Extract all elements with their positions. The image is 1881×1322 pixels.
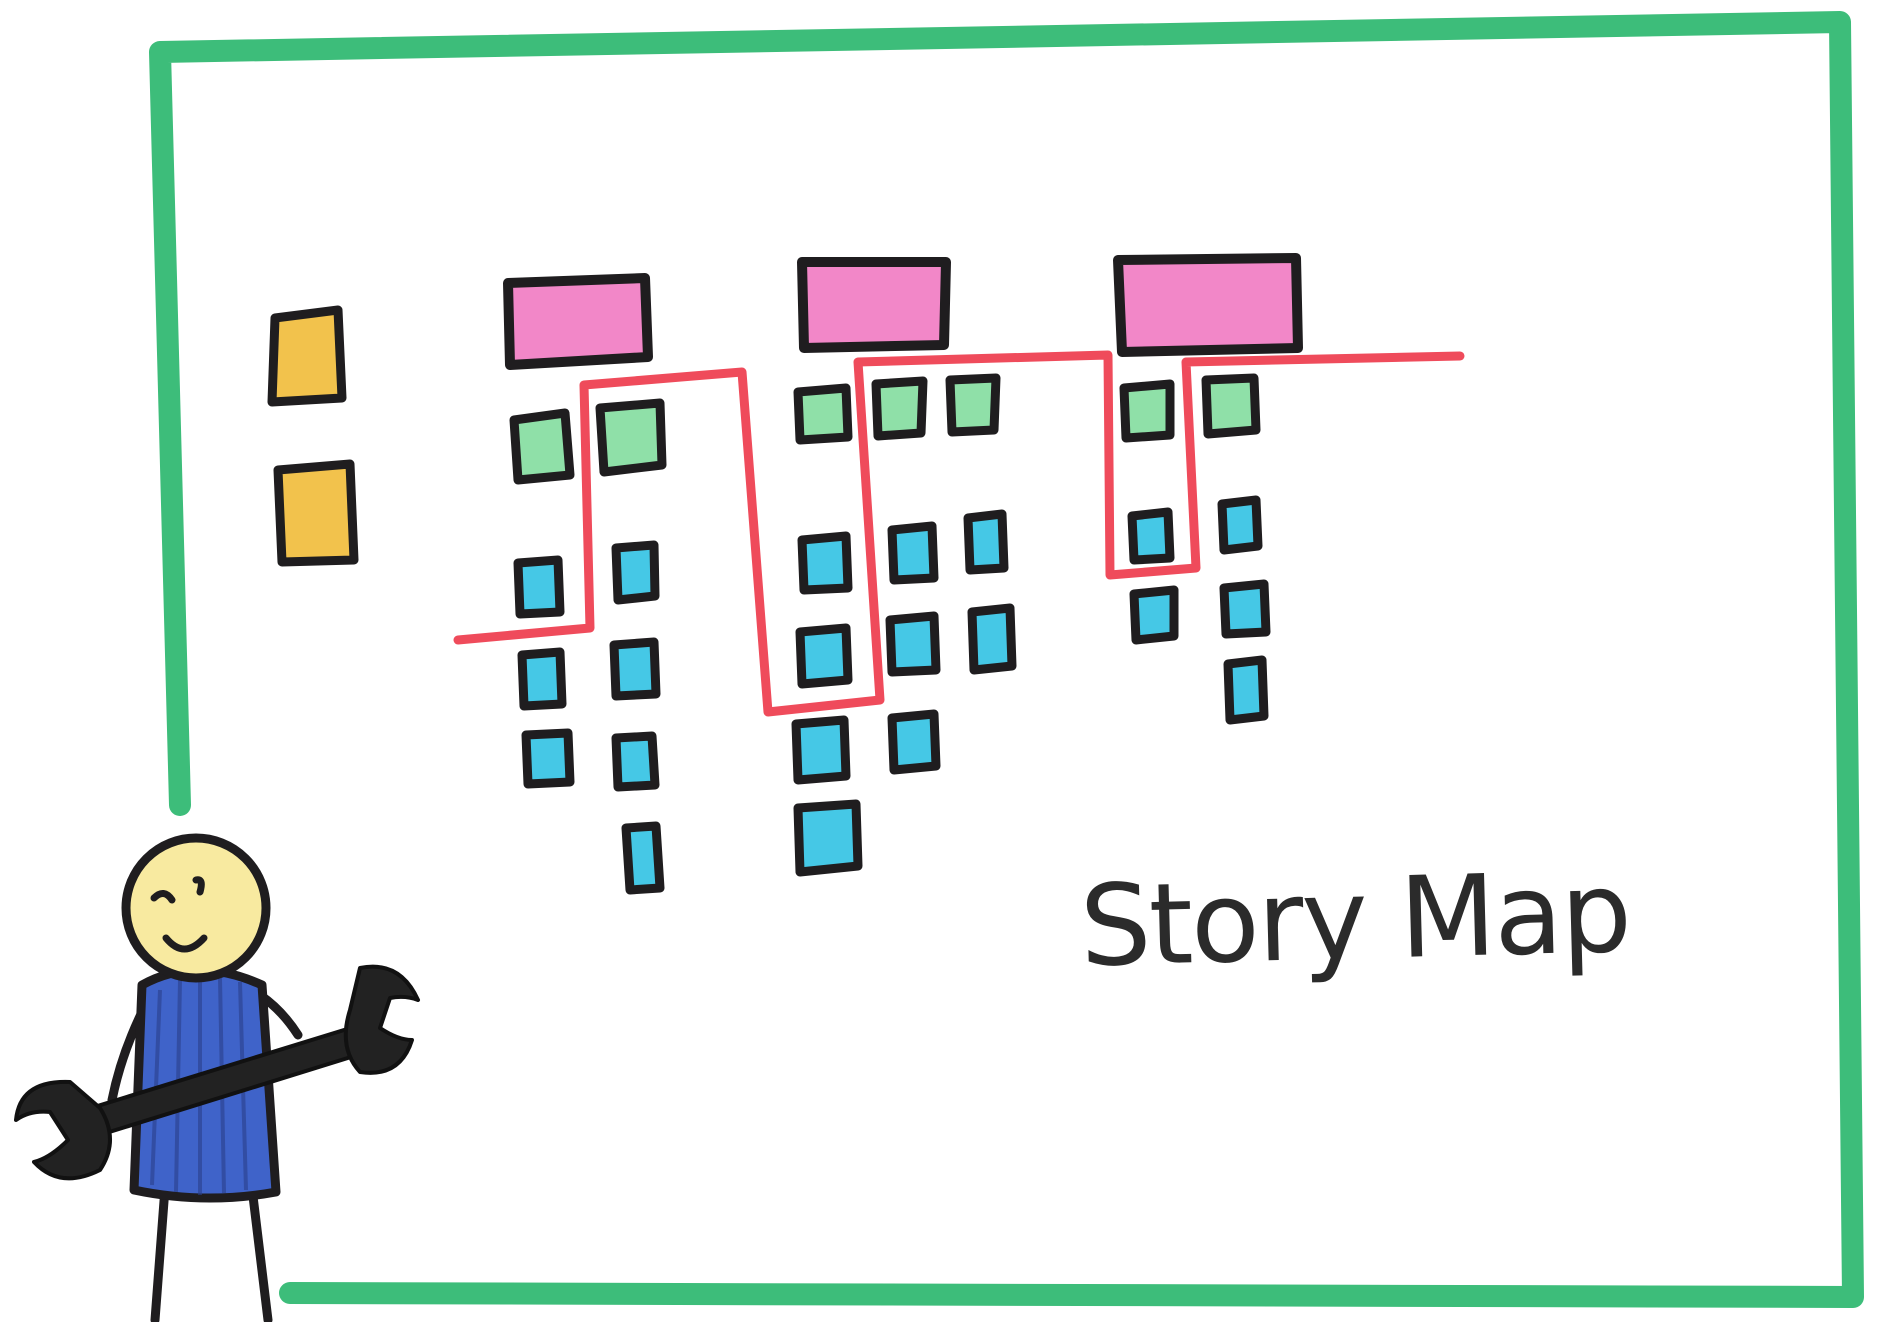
story-card: [1224, 584, 1266, 634]
epic-card: [802, 262, 946, 348]
activity-card: [600, 403, 662, 472]
story-card: [892, 526, 934, 580]
epic-cards: [508, 258, 1298, 365]
stick-figure: [16, 838, 418, 1320]
activity-card: [950, 378, 996, 432]
story-card: [616, 736, 655, 787]
story-card: [626, 826, 660, 890]
story-card: [518, 560, 560, 614]
story-card: [972, 608, 1012, 670]
story-card: [892, 714, 936, 770]
activity-cards: [514, 378, 1256, 480]
activity-card: [1124, 384, 1170, 438]
story-card: [1132, 512, 1170, 560]
story-card: [616, 545, 655, 600]
persona-cards: [272, 310, 354, 562]
story-map-caption: Story Map: [1078, 848, 1631, 992]
story-card: [796, 720, 846, 780]
activity-card: [876, 381, 923, 436]
story-card: [522, 652, 562, 706]
story-card: [800, 628, 848, 684]
epic-card: [1118, 258, 1298, 352]
story-card: [614, 642, 656, 696]
story-card: [968, 514, 1004, 570]
figure-head: [126, 838, 266, 978]
figure-legs: [155, 1188, 268, 1320]
activity-card: [798, 388, 848, 440]
story-card: [802, 536, 848, 590]
activity-card: [514, 413, 570, 480]
persona-card: [272, 310, 342, 402]
story-cards: [518, 500, 1266, 890]
story-card: [798, 804, 858, 872]
story-card: [1228, 660, 1264, 720]
story-card: [1134, 590, 1174, 640]
activity-card: [1206, 378, 1256, 434]
story-card: [526, 733, 570, 784]
story-card: [1222, 500, 1258, 550]
epic-card: [508, 278, 648, 365]
story-card: [890, 616, 936, 672]
persona-card: [278, 464, 354, 562]
